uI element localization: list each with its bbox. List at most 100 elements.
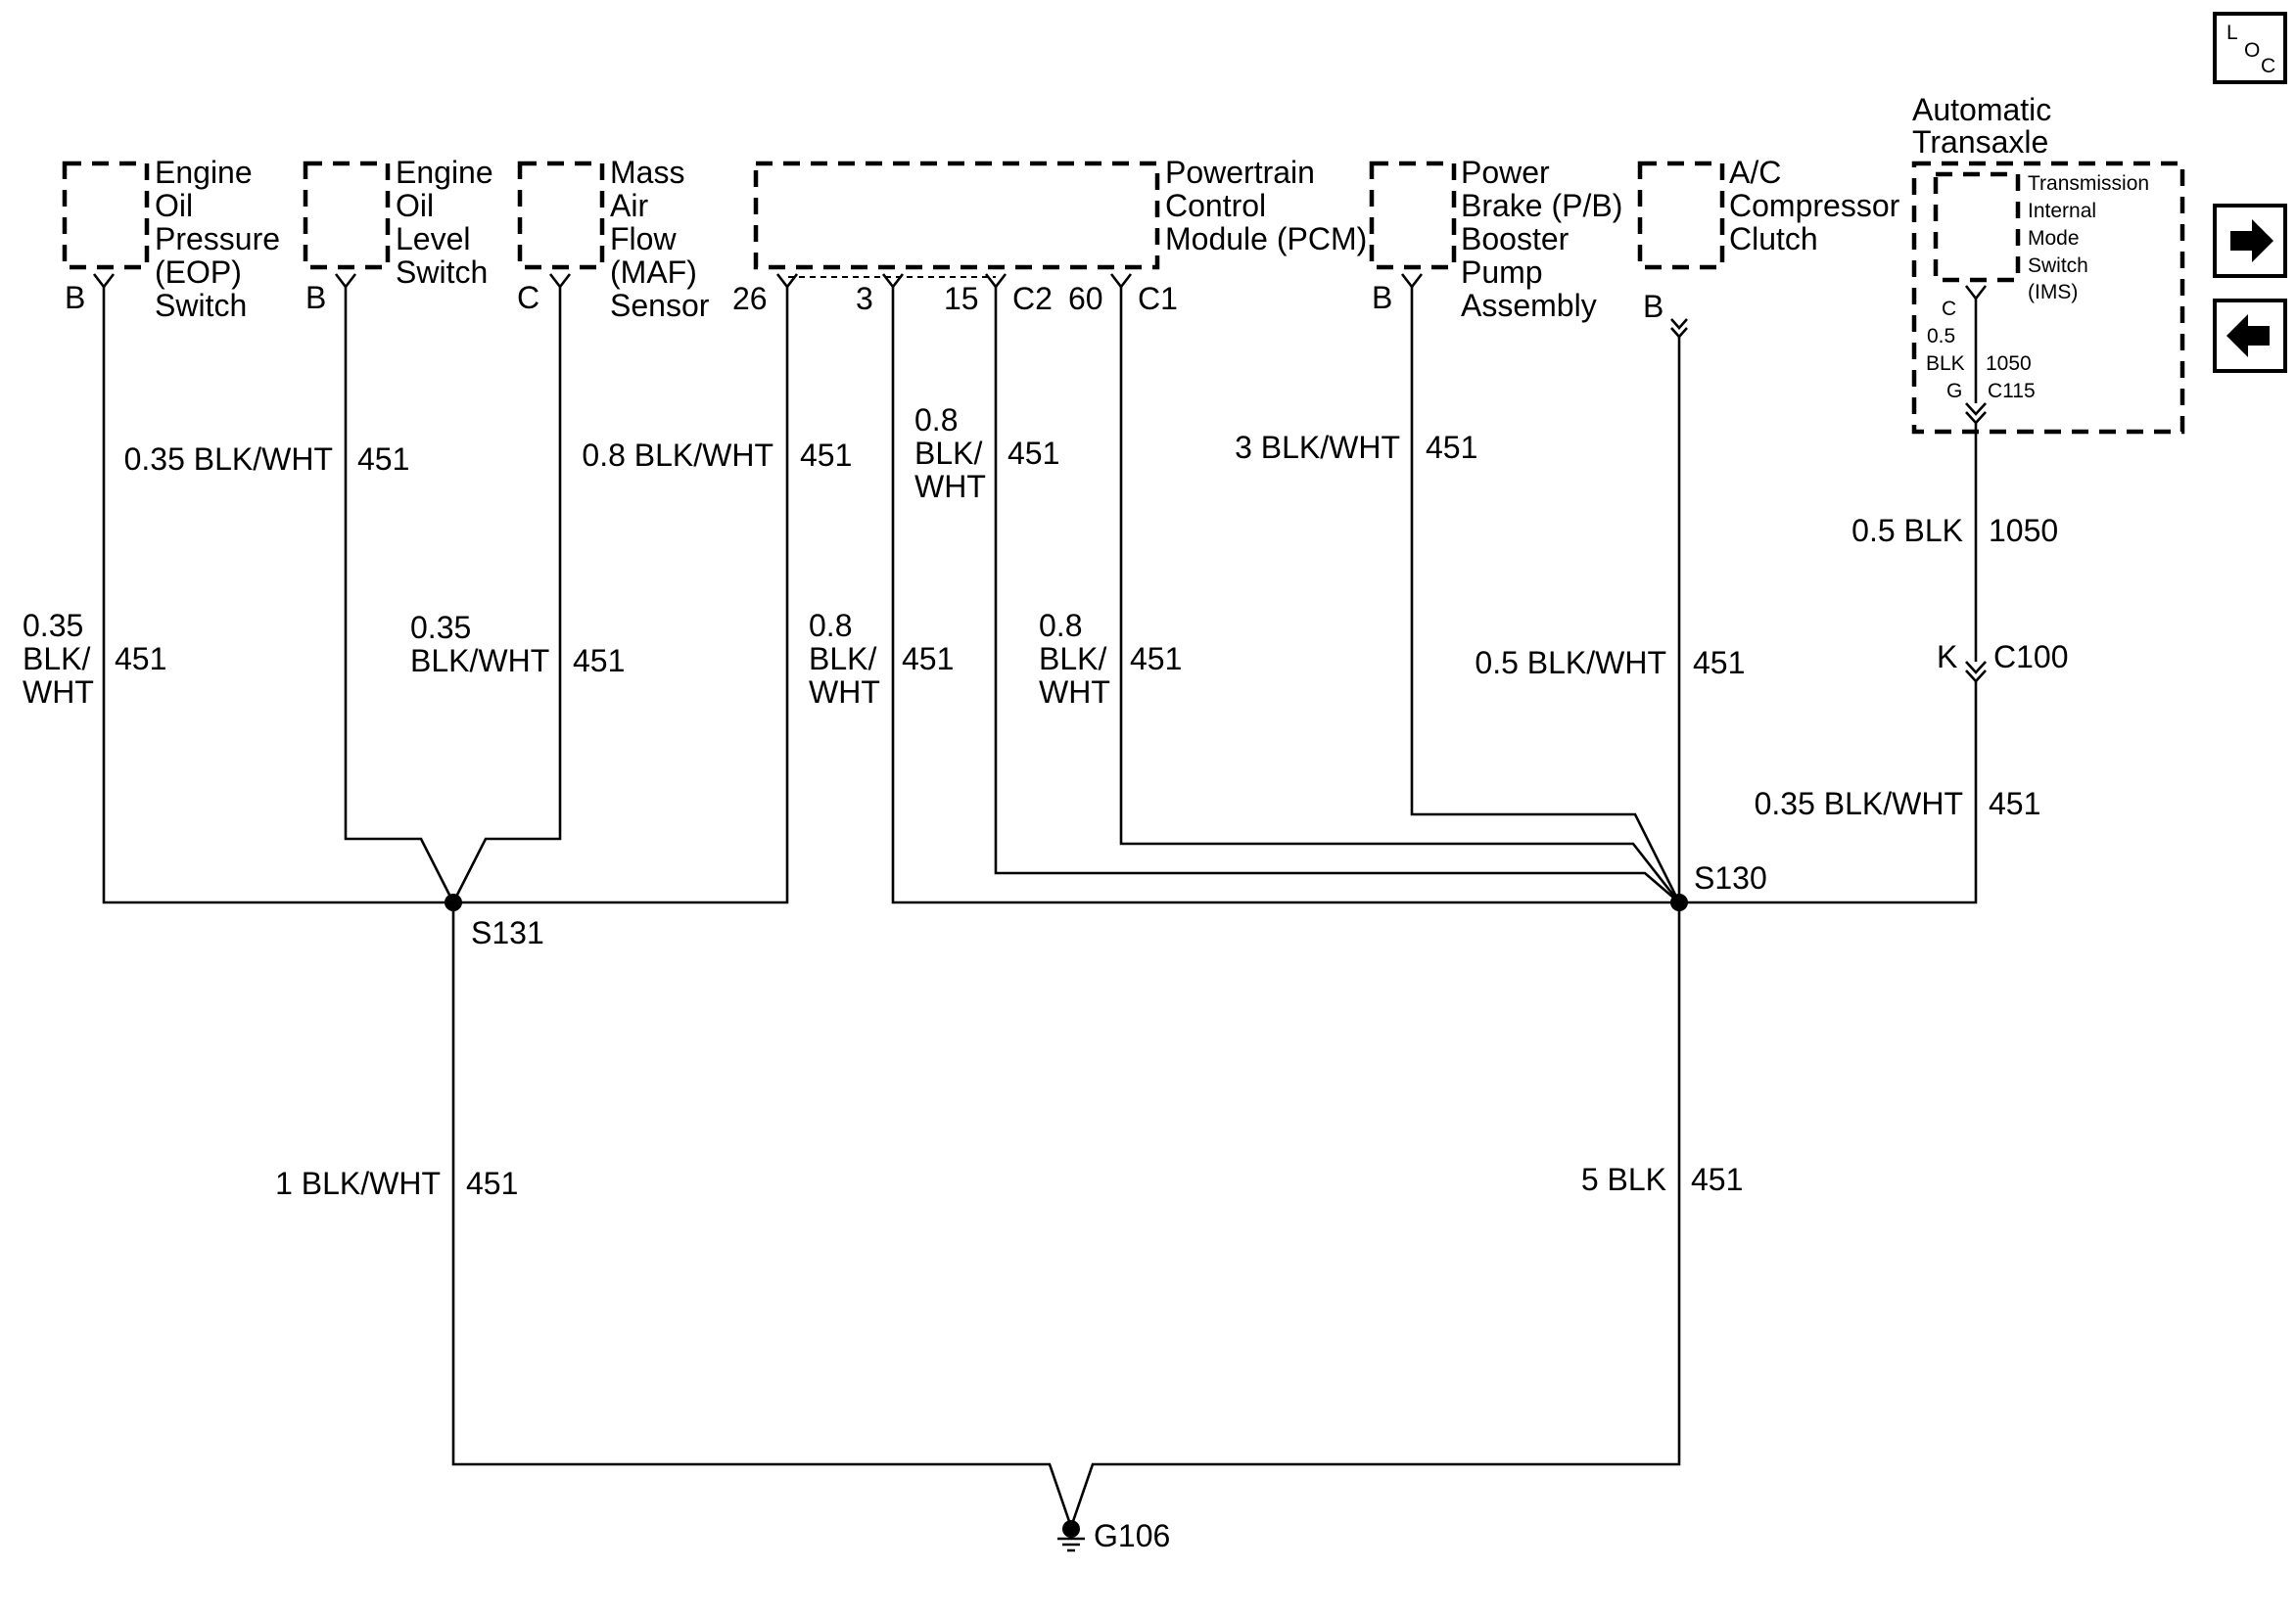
pcm60-wire-color-a: BLK/ [1039,641,1106,676]
pcm-label-1: Powertrain [1165,155,1315,190]
svg-text:Engine Oil Pressur: Engine Oil Pressure (EOP) Switch [155,155,289,323]
splice-s130-label: S130 [1694,860,1767,896]
pcm-label-3: Module (PCM) [1165,221,1367,256]
ground-label: G106 [1094,1518,1170,1553]
pcm-label-2: Control [1165,188,1266,223]
c100-connector: C100 [1993,639,2069,674]
next-page-button[interactable] [2213,204,2287,278]
pcm-pin-26: 26 [732,281,768,316]
oil-level-lower-color: BLK/WHT [410,643,549,678]
oil-level-wire-spec: 0.35 BLK/WHT [124,441,333,477]
ac-pin: B [1643,289,1663,324]
ac-label-3: Clutch [1729,221,1818,256]
pcm60-wire-size: 0.8 [1039,608,1082,643]
pcm60-wire-circuit: 451 [1130,641,1182,676]
pcm-connector-c1: C1 [1138,281,1178,316]
ims-lower-wire-spec: 0.35 BLK/WHT [1755,786,1963,821]
pcm26-wire-color-b: WHT [809,674,880,710]
pb-label-5: Assembly [1461,288,1597,323]
ac-label-1: A/C [1729,155,1781,190]
loc-icon-l: L [2226,22,2238,44]
pb-label-4: Pump [1461,254,1543,290]
c100-pin: K [1937,639,1957,674]
svg-text:0.8 BLK/ WHT: 0.8 BLK/ WHT [1039,608,1115,710]
arrow-right-icon [2230,219,2273,262]
svg-text:Powertrain Control: Powertrain Control Module (PCM) [1165,155,1367,256]
s131-ground-wire-spec: 1 BLK/WHT [275,1166,441,1201]
arrow-left-icon [2226,314,2270,357]
maf-label-3: Flow [610,221,677,256]
oil-level-label-4: Switch [396,254,488,290]
wire-labels: 0.35 BLK/ WHT 451 0.35 BLK/WHT 451 0.35 … [23,402,2069,1201]
s130-ground-wire-circuit: 451 [1691,1162,1743,1197]
svg-text:Engine Oil Level: Engine Oil Level Switch [396,155,502,290]
ims-label-3: Mode [2028,227,2080,250]
loc-icon[interactable]: L O C [2213,12,2287,84]
ac-compressor-clutch: A/C Compressor Clutch B [1637,155,1908,324]
ims-label-2: Internal [2028,200,2096,222]
transaxle-title-1: Automatic [1912,92,2051,127]
automatic-transaxle: Automatic Transaxle Transmission Interna… [1911,92,2185,435]
pb-pin: B [1372,280,1392,315]
pcm3-wire-color-b: WHT [914,469,986,504]
ims-wire-color: BLK [1926,352,1965,375]
pcm3-wire-circuit: 451 [1007,436,1059,471]
eop-wire-circuit: 451 [115,641,166,676]
maf-wire-circuit: 451 [800,438,852,473]
pcm26-wire-circuit: 451 [902,641,954,676]
ac-wire-circuit: 451 [1693,645,1745,680]
s131-ground-wire-circuit: 451 [466,1166,518,1201]
eop-label-1: Engine [155,155,253,190]
splice-s131-label: S131 [471,915,544,950]
eop-label-3: Pressure [155,221,280,256]
maf-label-1: Mass [610,155,684,190]
pcm-pin-3: 3 [856,281,873,316]
ims-label-5: (IMS) [2028,281,2078,303]
eop-label-2: Oil [155,188,193,223]
pcm3-wire-color-a: BLK/ [914,436,982,471]
ims-upper-wire-spec: 0.5 BLK [1851,513,1963,548]
svg-text:0.35 BLK/ WHT: 0.35 BLK/ WHT [23,608,99,710]
ims-label-4: Switch [2028,254,2088,277]
pb-label-1: Power [1461,155,1550,190]
ims-circuit: 1050 [1986,352,2032,375]
svg-text:Mass Air Flow: Mass Air Flow (MAF) Sensor [610,155,710,323]
oil-level-label-3: Level [396,221,471,256]
pcm-pin-15: 15 [944,281,979,316]
eop-wire-color-b: WHT [23,674,94,710]
ims-label-1: Transmission [2028,172,2149,195]
pcm-connector-c2: C2 [1012,281,1053,316]
ims-upper-wire-circuit: 1050 [1989,513,2058,548]
oil-level-lower-circuit: 451 [573,643,625,678]
eop-pin: B [65,280,85,315]
pb-wire-circuit: 451 [1426,430,1477,465]
ims-pin: C [1942,298,1956,320]
ground-icon [1057,1529,1085,1552]
pcm60-wire-color-b: WHT [1039,674,1110,710]
ims-lower-wire-circuit: 451 [1989,786,2040,821]
c115-pin: G [1946,380,1962,402]
oil-level-pin: B [305,280,326,315]
ac-wire-spec: 0.5 BLK/WHT [1475,645,1666,680]
previous-page-button[interactable] [2213,299,2287,373]
pcm26-wire-color-a: BLK/ [809,641,876,676]
svg-text:0.8 BLK/ WHT: 0.8 BLK/ WHT [914,402,991,504]
loc-icon-c: C [2261,55,2275,77]
svg-text:A/C Compressor Clu: A/C Compressor Clutch [1729,155,1908,256]
maf-pin: C [517,280,539,315]
oil-level-label-1: Engine [396,155,493,190]
wires [102,287,1978,1528]
maf-label-4: (MAF) [610,254,697,290]
svg-text:0.35 BLK/WHT: 0.35 BLK/WHT [410,610,549,678]
maf-label-2: Air [610,188,648,223]
svg-text:0.8 BLK/ WHT: 0.8 BLK/ WHT [809,608,885,710]
oil-level-switch: Engine Oil Level Switch B [303,155,502,315]
oil-level-lower-size: 0.35 [410,610,471,645]
ims-wire-gauge: 0.5 [1927,325,1955,347]
pb-wire-spec: 3 BLK/WHT [1235,430,1400,465]
ac-label-2: Compressor [1729,188,1900,223]
eop-switch: Engine Oil Pressure (EOP) Switch B [62,155,289,323]
svg-text:Transmission Internal: Transmission Internal Mode Switch (IMS) [2028,172,2155,303]
svg-text:Power Brake (P/B): Power Brake (P/B) Booster Pump Assembly [1461,155,1631,323]
